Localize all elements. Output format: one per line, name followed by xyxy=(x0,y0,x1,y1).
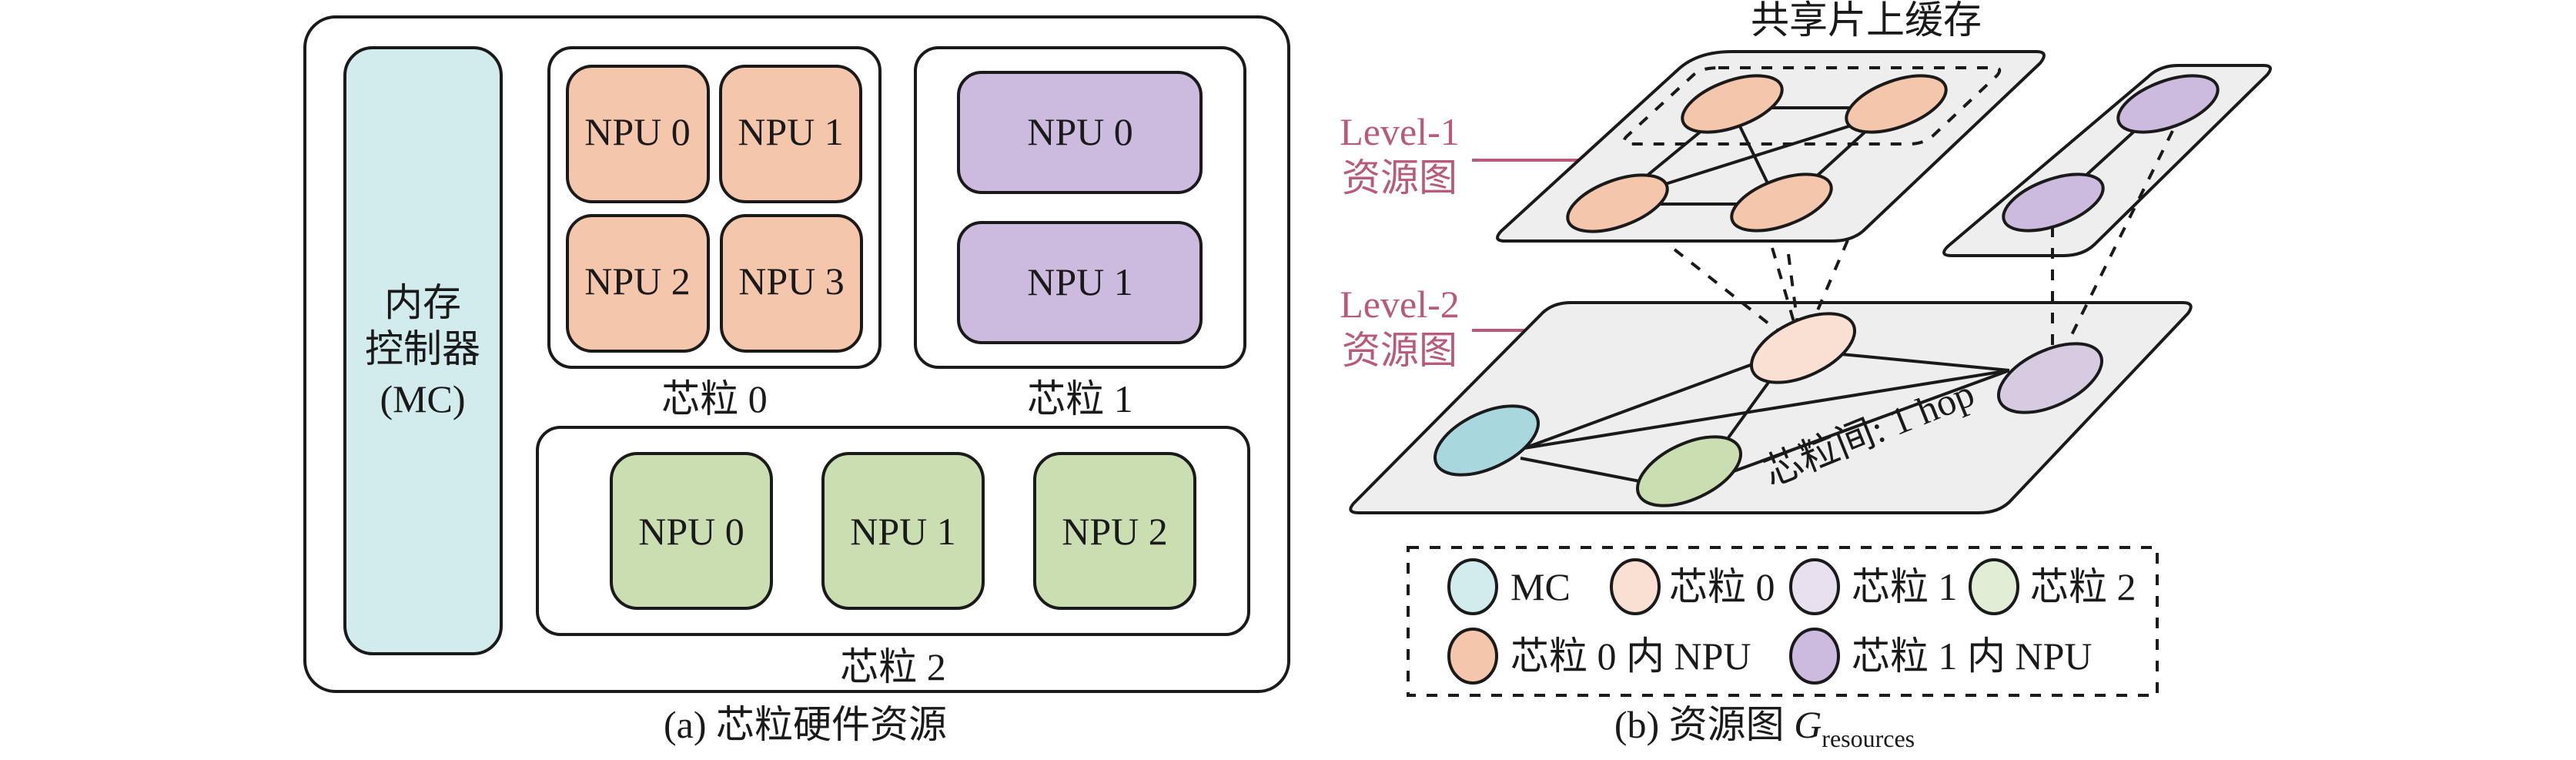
legend-label-chiplet-0: 芯粒 0 xyxy=(1669,565,1775,608)
mc-label-line-3: (MC) xyxy=(380,377,465,420)
edge xyxy=(1524,369,2010,450)
edge xyxy=(2083,127,2139,179)
chiplet-2-block: NPU 0 NPU 1 NPU 2 芯粒 2 xyxy=(536,426,1250,688)
chiplet-0-npu-1 xyxy=(719,65,862,203)
shared-cache-label: 共享片上缓存 xyxy=(1751,0,1982,42)
shared-cache-region xyxy=(1622,66,2002,146)
edge xyxy=(1520,457,1648,484)
chiplet-0-npu-1-label: NPU 1 xyxy=(738,110,844,153)
legend-label-chiplet-1: 芯粒 1 xyxy=(1852,565,1958,608)
chiplet-0-npu-node-1 xyxy=(1845,74,1948,134)
edge xyxy=(1662,118,1872,186)
legend-swatch-mc xyxy=(1447,558,1498,615)
edge xyxy=(1812,129,1868,181)
legend-swatch-chiplet-1-npu xyxy=(1789,628,1840,685)
chiplet-1-npu-node-0 xyxy=(2116,74,2220,134)
legend-label-mc: MC xyxy=(1510,565,1571,608)
chiplet-0-npu-0 xyxy=(566,65,710,203)
edge xyxy=(1737,122,1770,186)
level-1-chiplet-0-nodes xyxy=(1566,74,1948,233)
mc-label-line-1: 内存 xyxy=(384,281,461,324)
legend-swatch-chiplet-0 xyxy=(1610,558,1661,615)
chiplet-2-npu-0-label: NPU 0 xyxy=(638,510,744,553)
chiplet-0-npu-0-label: NPU 0 xyxy=(584,110,691,153)
level-1-title: Level-1 xyxy=(1340,110,1459,153)
chiplet-2-label: 芯粒 2 xyxy=(840,645,946,688)
edge xyxy=(1733,369,2010,473)
legend-swatch-chiplet-1 xyxy=(1789,558,1840,615)
chiplet-1-label: 芯粒 1 xyxy=(1027,377,1133,420)
panel-a-caption: (a) 芯粒硬件资源 xyxy=(664,703,947,746)
chiplet-1-npu-1-label: NPU 1 xyxy=(1027,260,1133,303)
chiplet-0-npu-node-2 xyxy=(1566,173,1669,233)
chiplet-2-npu-1 xyxy=(821,452,985,610)
chiplet-0-npu-3 xyxy=(720,214,863,353)
legend-item-chiplet-2: 芯粒 2 xyxy=(1969,558,2136,615)
chiplet-1-npu-node-1 xyxy=(2002,172,2105,233)
panel-b-resource-graph: 共享片上缓存 Level-1 资源图 Level-2 资源 xyxy=(1340,0,2272,752)
legend-item-chiplet-1-npu: 芯粒 1 内 NPU xyxy=(1789,628,2093,685)
chiplet-1-npu-0-label: NPU 0 xyxy=(1027,110,1133,153)
chiplet-2-npu-2 xyxy=(1033,452,1196,610)
level-1-subtitle: 资源图 xyxy=(1342,156,1457,199)
legend-frame xyxy=(1407,546,2159,697)
memory-controller-box xyxy=(343,46,503,655)
chiplet-0-label: 芯粒 0 xyxy=(661,377,768,420)
legend-label-chiplet-1-npu: 芯粒 1 内 NPU xyxy=(1852,634,2093,678)
level-2-title: Level-2 xyxy=(1340,283,1459,326)
panel-b-caption: (b) 资源图 Gresources xyxy=(1614,703,1915,752)
legend-item-chiplet-0: 芯粒 0 xyxy=(1610,558,1775,615)
chiplet-0-npu-node-3 xyxy=(1730,172,1833,233)
panel-b-caption-prefix: (b) 资源图 xyxy=(1614,703,1794,746)
edge xyxy=(1644,129,1703,179)
chiplet-1-npu-1 xyxy=(957,221,1203,344)
chiplet-2-npu-0 xyxy=(610,452,773,610)
legend-item-chiplet-0-npu: 芯粒 0 内 NPU xyxy=(1447,628,1751,685)
panel-a-hardware: 内存 控制器 (MC) NPU 0 NPU 1 NPU 2 NPU 3 芯粒 0… xyxy=(303,15,1290,746)
legend-item-chiplet-1: 芯粒 1 xyxy=(1789,558,1958,615)
legend-swatch-chiplet-0-npu xyxy=(1447,628,1498,685)
level-2-nodes xyxy=(1433,312,2104,507)
chiplet-0-npu-3-label: NPU 3 xyxy=(738,259,845,303)
edge xyxy=(1524,359,1764,450)
edge xyxy=(1841,353,2010,372)
legend-label-chiplet-2: 芯粒 2 xyxy=(2030,565,2136,608)
legend-item-mc: MC xyxy=(1447,558,1571,615)
chiplet-1-node xyxy=(1996,342,2104,414)
mc-node xyxy=(1433,404,1541,477)
chiplet-2-npu-1-label: NPU 1 xyxy=(850,510,956,553)
memory-controller-block: 内存 控制器 (MC) xyxy=(343,46,503,655)
chiplet-0-node xyxy=(1749,312,1857,384)
legend-label-chiplet-0-npu: 芯粒 0 内 NPU xyxy=(1510,634,1751,678)
level-2-subtitle: 资源图 xyxy=(1342,329,1457,372)
panel-b-caption-symbol: G xyxy=(1794,703,1822,746)
legend: MC 芯粒 0 芯粒 1 芯粒 2 芯粒 0 内 NPU 芯粒 1 内 NPU xyxy=(1407,546,2159,697)
panel-b-caption-subscript: resources xyxy=(1822,725,1915,752)
chiplet-0-npu-2 xyxy=(566,214,710,353)
mc-label-line-2: 控制器 xyxy=(365,327,480,370)
chiplet-0-npu-node-0 xyxy=(1681,74,1784,134)
chiplet-2-node xyxy=(1635,435,1743,507)
legend-swatch-chiplet-2 xyxy=(1969,558,2019,615)
level-1-chiplet-0-edges xyxy=(1644,106,1872,206)
chiplet-0-block: NPU 0 NPU 1 NPU 2 NPU 3 芯粒 0 xyxy=(547,46,882,420)
chiplet-2-npu-2-label: NPU 2 xyxy=(1062,510,1168,553)
chiplet-0-npu-2-label: NPU 2 xyxy=(584,259,691,303)
chiplet-1-block: NPU 0 NPU 1 芯粒 1 xyxy=(914,46,1246,420)
chiplet-1-npu-0 xyxy=(957,71,1203,194)
